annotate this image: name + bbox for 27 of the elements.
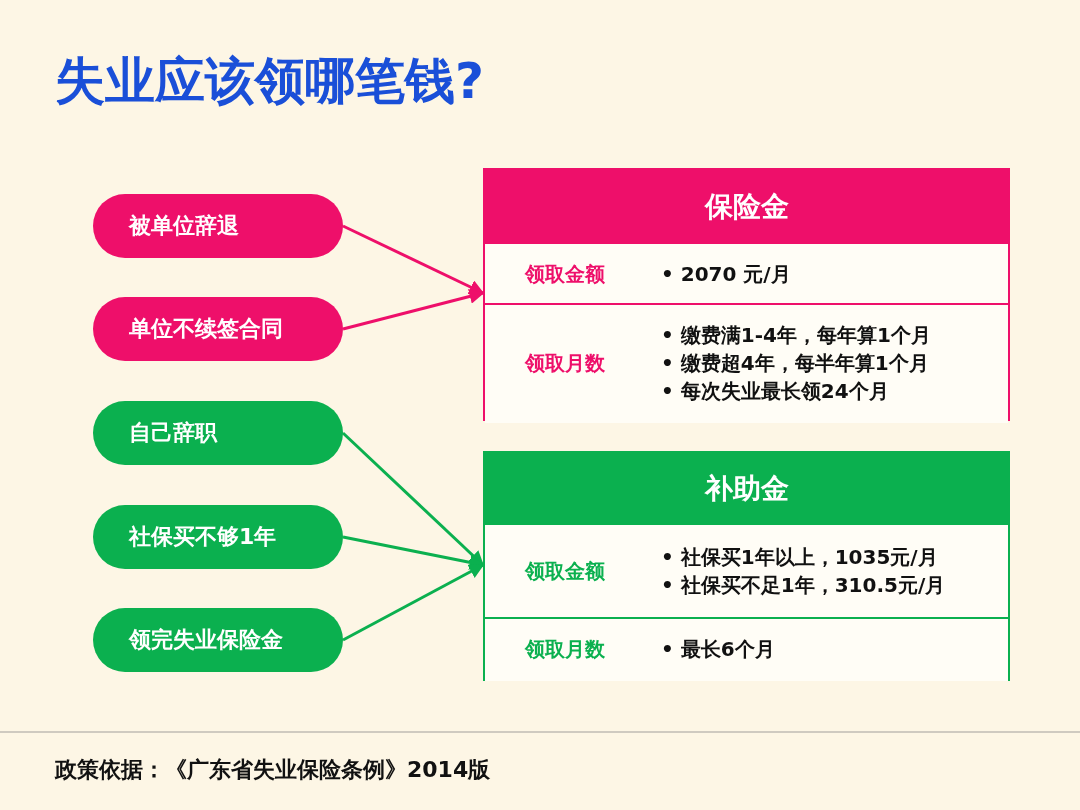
pill-box: 社保买不够1年 bbox=[93, 505, 343, 569]
row-label: 领取金额 bbox=[525, 558, 605, 585]
row-label: 领取月数 bbox=[525, 350, 605, 377]
list-item: • 社保买不足1年，310.5元/月 bbox=[661, 572, 946, 599]
row-label: 领取月数 bbox=[525, 636, 605, 663]
table-row bbox=[485, 303, 1008, 423]
footnote: 政策依据：《广东省失业保险条例》2014版 bbox=[55, 756, 491, 784]
table-row bbox=[485, 617, 1008, 681]
list-item: • 缴费超4年，每半年算1个月 bbox=[661, 350, 930, 377]
panel-header: 保险金 bbox=[485, 170, 1008, 244]
arrow bbox=[342, 224, 485, 295]
pill-box: 领完失业保险金 bbox=[93, 608, 343, 672]
pill-box: 自己辞职 bbox=[93, 401, 343, 465]
list-item: • 社保买1年以上，1035元/月 bbox=[661, 544, 939, 571]
list-item: • 2070 元/月 bbox=[661, 260, 791, 288]
pill-box: 被单位辞退 bbox=[93, 194, 343, 258]
title: 失业应该领哪笔钱? bbox=[55, 51, 484, 112]
panel-header: 补助金 bbox=[485, 453, 1008, 525]
list-item: • 最长6个月 bbox=[661, 636, 775, 663]
arrow bbox=[342, 289, 485, 331]
pill-box: 单位不续签合同 bbox=[93, 297, 343, 361]
row-label: 领取金额 bbox=[525, 260, 605, 288]
list-item: • 每次失业最长领24个月 bbox=[661, 378, 890, 405]
table-panel bbox=[483, 451, 1010, 681]
arrow bbox=[342, 563, 485, 642]
list-item: • 缴费满1-4年，每年算1个月 bbox=[661, 322, 931, 349]
table-panel bbox=[483, 168, 1010, 421]
